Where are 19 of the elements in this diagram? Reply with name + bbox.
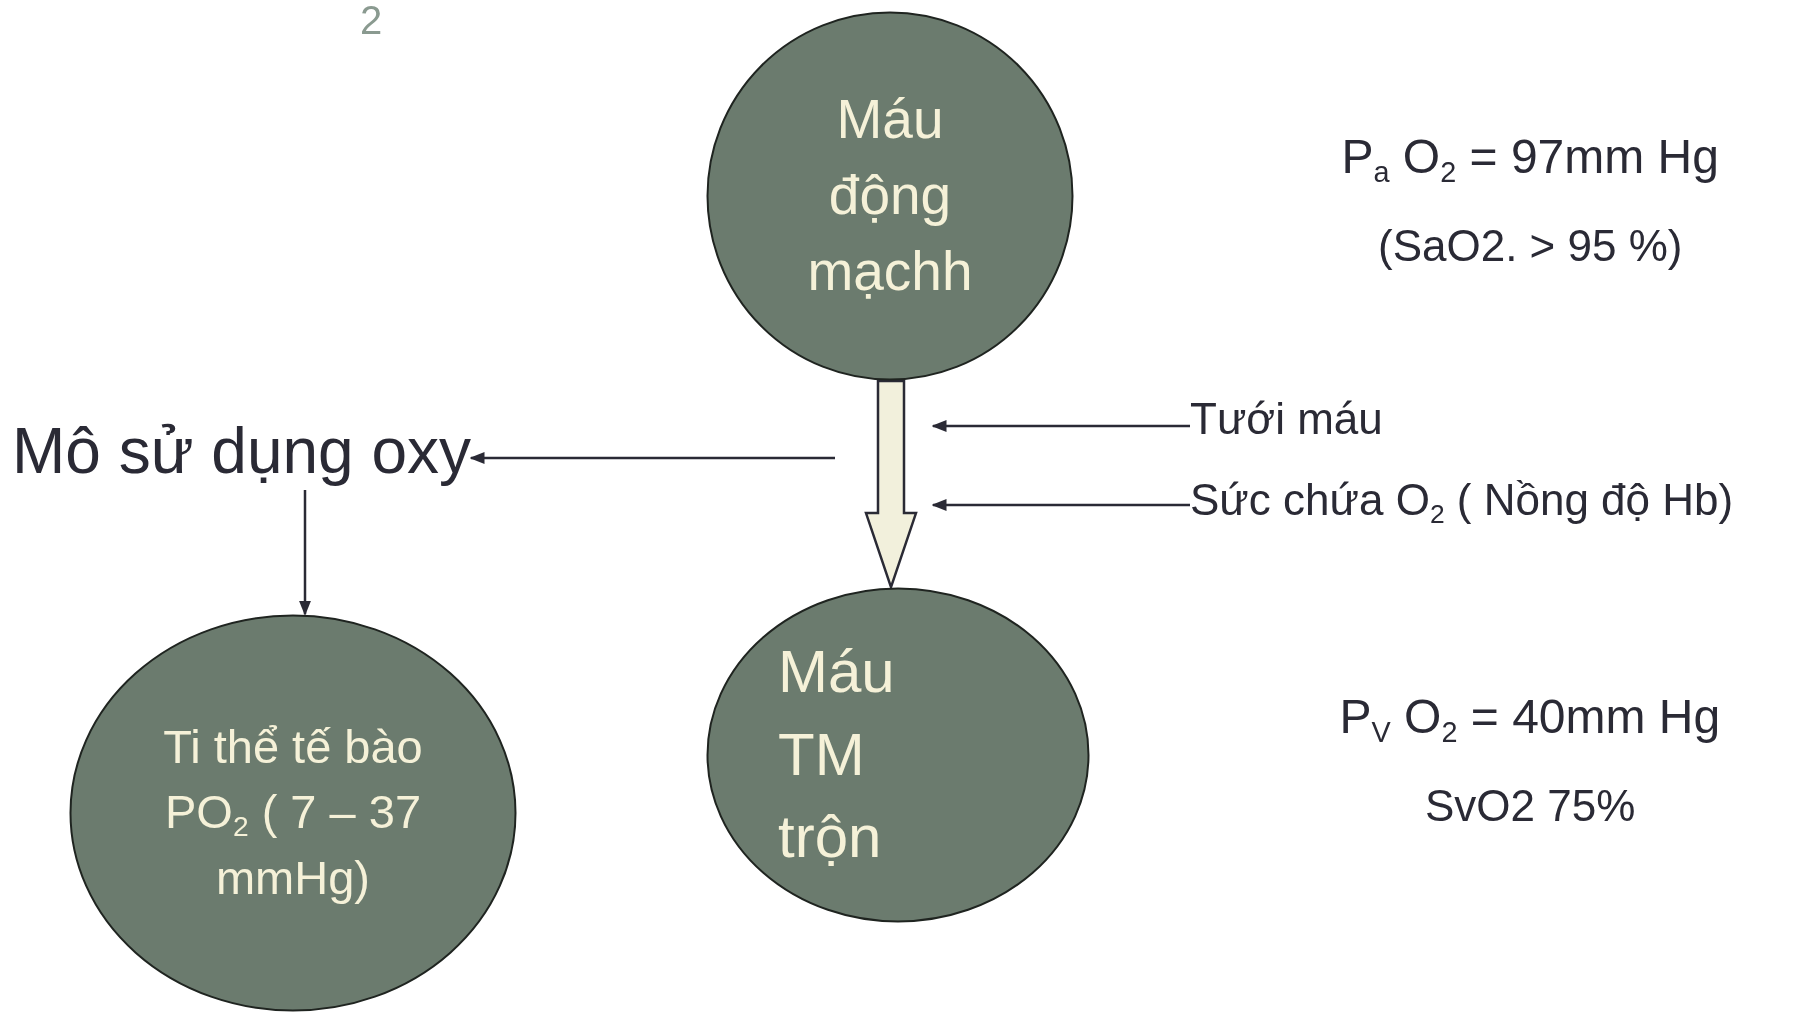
circle-label: Ti thể tế bào PO$_{2}$ ( 7 – 37 mmHg) [162,718,424,907]
value-label: P$_{V}$ O$_{2}$ = 40mm Hg [1339,689,1721,750]
node-label: Mô sử dụng oxy [12,413,472,490]
arrow [299,490,311,616]
arrow [931,499,1190,511]
node-label: Sức chứa O$_{2}$ ( Nồng độ Hb) [1190,474,1734,531]
node-label: Tưới máu [1190,393,1383,446]
value-label: (SaO2. > 95 %) [1378,220,1683,272]
value-label: P$_{a}$ O$_{2}$ = 97mm Hg [1341,129,1719,190]
circle-label: Máu TM trộn [778,636,896,873]
circle-node [69,614,517,1012]
arrow [469,452,835,464]
circle-node [706,11,1074,381]
circle-label: Máu động mạchh [806,87,974,304]
value-label: SvO2 75% [1425,780,1636,832]
title-fragment: 2 [360,0,383,44]
arrow [931,420,1190,432]
circle-node [706,587,1090,923]
block-arrow [864,379,918,591]
